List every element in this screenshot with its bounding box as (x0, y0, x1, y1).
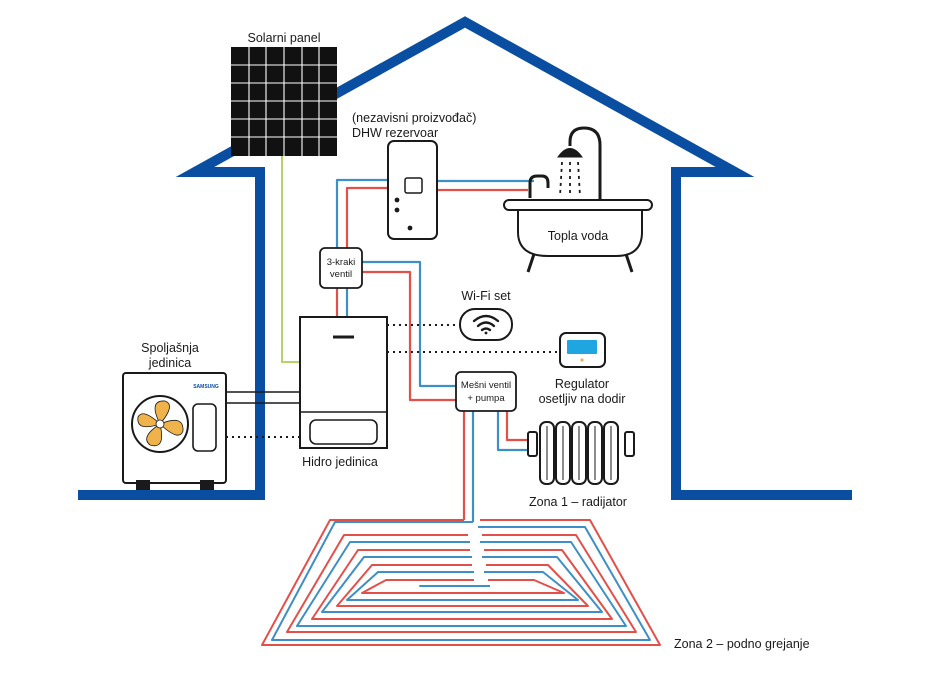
three-way-valve (319, 247, 363, 289)
touch-regulator (559, 332, 606, 368)
outdoor-unit-label-line2: jedinica (148, 356, 191, 370)
pipes (226, 178, 534, 522)
pipe-blue-valve-to-tank (335, 178, 388, 248)
solar-wire (281, 156, 300, 363)
dhw-label-line1: (nezavisni proizvođač) (352, 111, 476, 125)
zone1-label: Zona 1 – radijator (529, 495, 627, 509)
pipe-red-valve-to-tank (345, 186, 388, 248)
dhw-tank (387, 140, 438, 240)
pipe-blue-mix-to-radiator (496, 411, 528, 452)
solar-panel (231, 47, 337, 156)
solar-panel-label: Solarni panel (248, 31, 321, 45)
hot-water-label: Topla voda (548, 229, 609, 243)
outdoor-unit-label-line1: Spoljašnja (141, 341, 199, 355)
outdoor-unit-brand: SAMSUNG (193, 384, 219, 390)
zone2-label: Zona 2 – podno grejanje (674, 637, 810, 651)
floor-coil-blue (271, 521, 651, 641)
floor-coil-red (261, 519, 661, 646)
pipe-blue-valve-to-mix (362, 260, 456, 388)
regulator-label-line1: Regulator (555, 377, 609, 391)
floor-heating-coil (261, 519, 661, 646)
three-way-valve-label-line1: 3-kraki (327, 257, 356, 268)
mixing-valve-label-line1: Mešni ventil (461, 380, 511, 391)
three-way-valve-label-line2: ventil (330, 269, 352, 280)
wifi-module (459, 308, 513, 341)
dhw-label-line2: DHW rezervoar (352, 126, 438, 140)
radiator (527, 421, 635, 485)
hydro-unit (299, 316, 388, 449)
hydro-unit-label: Hidro jedinica (302, 455, 378, 469)
bathtub (503, 174, 653, 273)
shower-icon (557, 126, 602, 200)
mixing-valve-pump (455, 371, 517, 412)
signal-lines (226, 324, 560, 438)
mixing-valve-label-line2: + pumpa (467, 393, 505, 404)
regulator-label-line2: osetljiv na dodir (539, 392, 626, 406)
house-outline (78, 16, 852, 500)
fan-icon (137, 400, 184, 447)
pipe-red-valve-to-mix (362, 270, 456, 402)
wifi-label: Wi-Fi set (461, 289, 511, 303)
pipe-red-mix-to-radiator (505, 411, 528, 442)
wifi-icon (472, 314, 500, 335)
